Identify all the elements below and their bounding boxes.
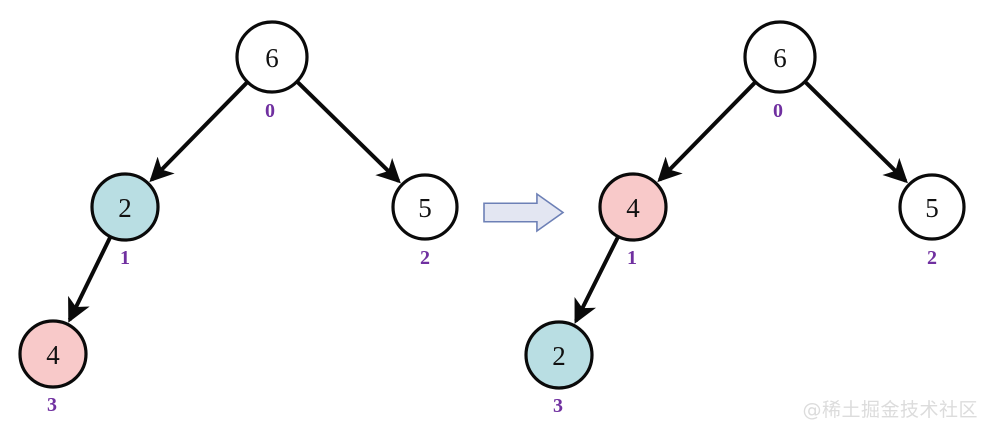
node-value-after-root: 6 (773, 43, 787, 73)
tree-node-before-left: 21 (90, 172, 160, 269)
node-circle-after-left (598, 172, 668, 242)
node-index-label-before-leftleft: 3 (47, 394, 57, 416)
node-index-label-before-left: 1 (120, 247, 130, 269)
node-circle-before-left (90, 172, 160, 242)
tree-node-after-root: 60 (743, 20, 817, 122)
tree-node-before-right: 52 (391, 173, 459, 269)
node-value-before-right: 5 (418, 193, 432, 223)
transition-arrow-icon (483, 192, 565, 233)
node-circle-after-right (898, 173, 966, 241)
tree-node-before-leftleft: 43 (18, 319, 88, 416)
tree-node-after-leftleft: 23 (524, 320, 594, 417)
node-index-label-before-root: 0 (265, 100, 275, 122)
tree-edge-before-root-to-right (296, 80, 401, 184)
node-index-label-after-leftleft: 3 (553, 395, 563, 417)
node-value-after-right: 5 (925, 193, 939, 223)
node-circle-before-right (391, 173, 459, 241)
node-circle-before-leftleft (18, 319, 88, 389)
tree-node-after-left: 41 (598, 172, 668, 269)
transition-arrow-layer (483, 192, 565, 233)
node-index-label-after-left: 1 (627, 247, 637, 269)
node-index-label-after-root: 0 (773, 100, 783, 122)
tree-edge-after-root-to-left (657, 81, 757, 183)
node-index-label-before-right: 2 (420, 247, 430, 269)
tree-node-after-right: 52 (898, 173, 966, 269)
node-value-before-leftleft: 4 (46, 340, 60, 370)
tree-edge-after-left-to-leftleft (574, 236, 620, 324)
node-circle-after-leftleft (524, 320, 594, 390)
watermark-text: @稀土掘金技术社区 (802, 399, 978, 421)
node-value-after-left: 4 (626, 193, 640, 223)
tree-edges-layer (67, 80, 908, 324)
tree-edge-before-left-to-leftleft (67, 236, 112, 323)
node-circle-before-root (235, 20, 309, 94)
tree-edge-before-root-to-left (149, 81, 249, 183)
node-value-after-leftleft: 2 (552, 341, 566, 371)
node-circle-after-root (743, 20, 817, 94)
tree-node-before-root: 60 (235, 20, 309, 122)
node-value-before-left: 2 (118, 193, 132, 223)
node-index-label-after-right: 2 (927, 247, 937, 269)
node-value-before-root: 6 (265, 43, 279, 73)
tree-edge-after-root-to-right (804, 80, 908, 184)
